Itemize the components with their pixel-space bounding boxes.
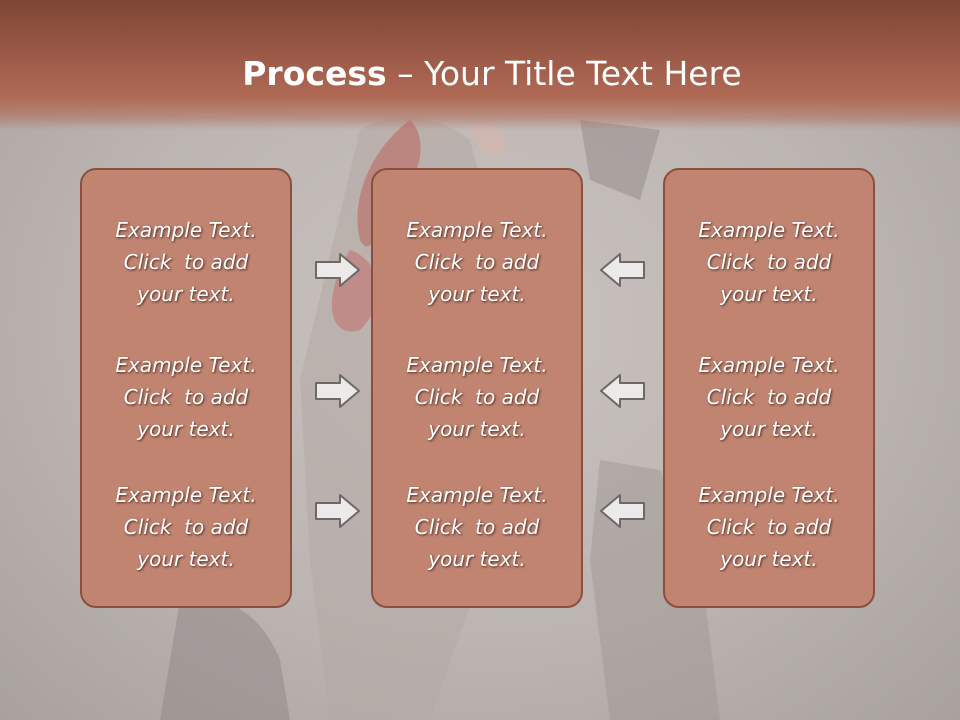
left-arrow-icon <box>600 253 645 287</box>
text-block[interactable]: Example Text. Click to add your text. <box>665 479 873 575</box>
text-line: Click to add <box>123 250 249 274</box>
process-box-right[interactable]: Example Text. Click to add your text. Ex… <box>663 168 875 608</box>
text-line: your text. <box>428 417 526 441</box>
title-band <box>0 0 960 130</box>
text-line: Example Text. <box>115 353 257 377</box>
text-block[interactable]: Example Text. Click to add your text. <box>665 214 873 310</box>
process-box-left[interactable]: Example Text. Click to add your text. Ex… <box>80 168 292 608</box>
text-line: your text. <box>720 417 818 441</box>
text-line: Click to add <box>414 515 540 539</box>
right-arrow-icon <box>315 374 360 408</box>
left-arrow-icon <box>600 374 645 408</box>
process-box-center[interactable]: Example Text. Click to add your text. Ex… <box>371 168 583 608</box>
text-line: Example Text. <box>698 483 840 507</box>
text-block[interactable]: Example Text. Click to add your text. <box>373 479 581 575</box>
slide-title[interactable]: Process – Your Title Text Here <box>0 52 960 96</box>
title-bold-text: Process <box>242 54 387 93</box>
text-line: your text. <box>137 282 235 306</box>
text-line: Click to add <box>414 385 540 409</box>
text-block[interactable]: Example Text. Click to add your text. <box>82 479 290 575</box>
left-arrow-icon <box>600 494 645 528</box>
right-arrow-icon <box>315 253 360 287</box>
text-line: your text. <box>428 547 526 571</box>
text-line: your text. <box>720 547 818 571</box>
text-line: Click to add <box>706 515 832 539</box>
text-line: Example Text. <box>698 353 840 377</box>
text-line: Example Text. <box>406 218 548 242</box>
text-line: your text. <box>428 282 526 306</box>
text-line: Example Text. <box>115 218 257 242</box>
text-line: Click to add <box>123 515 249 539</box>
text-block[interactable]: Example Text. Click to add your text. <box>82 214 290 310</box>
title-rest-text: – Your Title Text Here <box>386 54 742 93</box>
text-line: your text. <box>720 282 818 306</box>
text-line: Example Text. <box>406 483 548 507</box>
text-line: your text. <box>137 547 235 571</box>
text-line: Click to add <box>706 250 832 274</box>
text-line: Example Text. <box>698 218 840 242</box>
text-line: Example Text. <box>115 483 257 507</box>
text-line: Click to add <box>706 385 832 409</box>
text-block[interactable]: Example Text. Click to add your text. <box>82 349 290 445</box>
text-line: Click to add <box>414 250 540 274</box>
text-block[interactable]: Example Text. Click to add your text. <box>373 214 581 310</box>
text-block[interactable]: Example Text. Click to add your text. <box>373 349 581 445</box>
right-arrow-icon <box>315 494 360 528</box>
text-line: Example Text. <box>406 353 548 377</box>
text-line: your text. <box>137 417 235 441</box>
text-block[interactable]: Example Text. Click to add your text. <box>665 349 873 445</box>
text-line: Click to add <box>123 385 249 409</box>
